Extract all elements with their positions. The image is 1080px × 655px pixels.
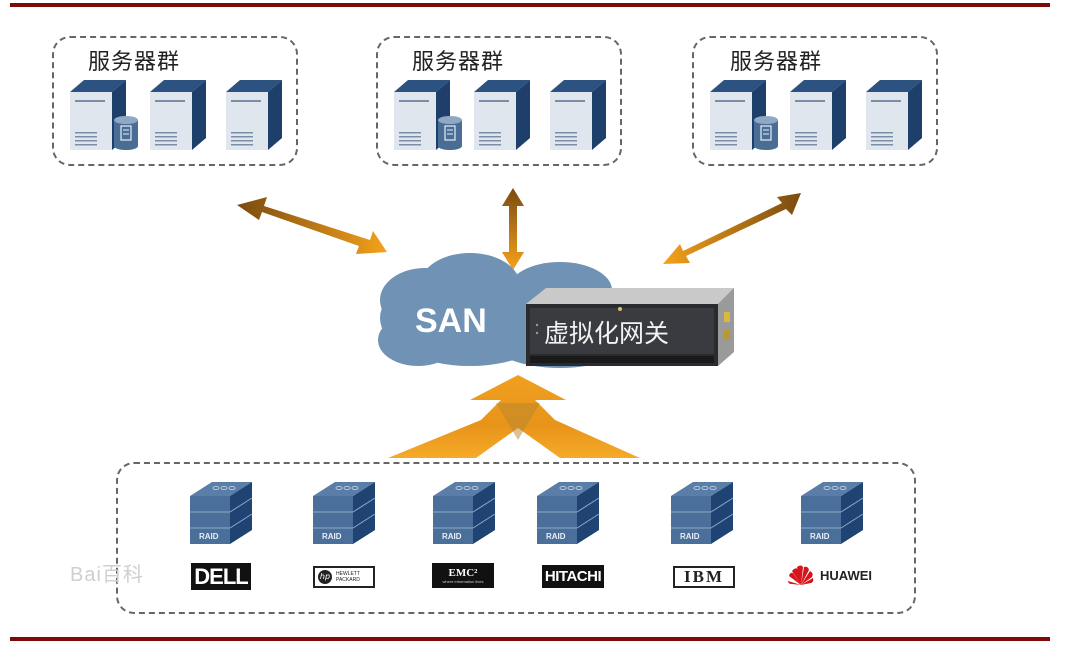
- huawei-flower-icon: [788, 565, 814, 585]
- server-tower-icon: [550, 80, 606, 150]
- raid-label: RAID: [680, 532, 700, 541]
- raid-label: RAID: [442, 532, 462, 541]
- server-tower-icon: [70, 80, 126, 150]
- raid-label: RAID: [199, 532, 219, 541]
- arrow-center-bidirectional: [502, 188, 524, 270]
- arrow-storage-upward: [388, 375, 640, 458]
- database-icon: [438, 116, 462, 150]
- top-rule: [10, 3, 1050, 7]
- vendor-logo-hitachi: HITACHI: [542, 565, 604, 588]
- vendor-logo-ibm: IBM: [673, 566, 735, 588]
- san-label: SAN: [415, 302, 487, 340]
- server-tower-icon: [150, 80, 206, 150]
- servers-layer: [70, 80, 922, 150]
- database-icon: [754, 116, 778, 150]
- raid-array-icon-emc: RAID: [433, 482, 496, 544]
- server-group-3-title: 服务器群: [730, 50, 823, 75]
- raid-label: RAID: [322, 532, 342, 541]
- raid-label: RAID: [810, 532, 830, 541]
- server-tower-icon: [790, 80, 846, 150]
- raid-array-icon-dell: RAID: [190, 482, 253, 544]
- vendor-logo-huawei: HUAWEI: [786, 562, 894, 588]
- server-tower-icon: [866, 80, 922, 150]
- server-group-2: [376, 36, 622, 166]
- raid-array-icon-hitachi: RAID: [537, 482, 600, 544]
- database-icon: [114, 116, 138, 150]
- raid-array-icon-huawei: RAID: [801, 482, 864, 544]
- server-tower-icon: [474, 80, 530, 150]
- vendor-logo-dell: DELL: [191, 563, 251, 590]
- storage-pool: [116, 462, 916, 614]
- vendor-logo-hp: hp HEWLETT PACKARD: [313, 566, 375, 588]
- vendor-logo-emc: EMC² where information lives: [432, 563, 494, 588]
- server-tower-icon: [710, 80, 766, 150]
- raid-array-icon-hp: RAID: [313, 482, 376, 544]
- raid-array-icon-ibm: RAID: [671, 482, 734, 544]
- virtualization-gateway: 虚拟化网关: [526, 288, 734, 366]
- server-group-1-title: 服务器群: [88, 50, 181, 75]
- watermark: Bai百科: [70, 564, 144, 586]
- server-group-3: [692, 36, 938, 166]
- server-group-2-title: 服务器群: [412, 50, 505, 75]
- server-group-1: [52, 36, 298, 166]
- bottom-rule: [10, 637, 1050, 641]
- server-tower-icon: [226, 80, 282, 150]
- raid-label: RAID: [546, 532, 566, 541]
- gateway-label: 虚拟化网关: [544, 319, 669, 348]
- arrow-left-bidirectional: [237, 197, 387, 254]
- arrow-right-bidirectional: [663, 193, 801, 264]
- hp-icon: hp: [318, 570, 332, 584]
